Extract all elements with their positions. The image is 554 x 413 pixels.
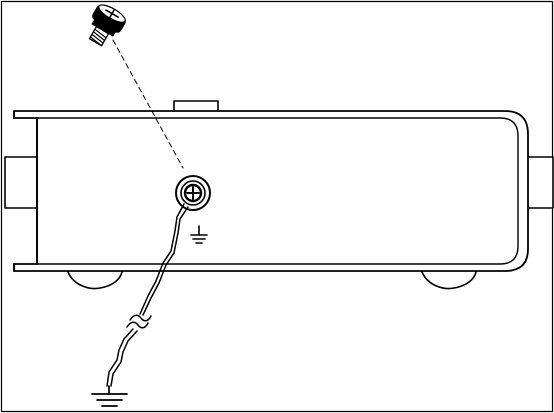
device-enclosure bbox=[13, 110, 529, 272]
chassis-ground-symbol bbox=[190, 225, 208, 244]
ground-screw bbox=[88, 4, 126, 47]
left-side-connector bbox=[4, 156, 38, 209]
earth-ground-symbol bbox=[91, 385, 128, 407]
screw-insertion-guide bbox=[112, 39, 184, 169]
ground-terminal bbox=[175, 175, 211, 211]
ground-wire bbox=[106, 203, 189, 387]
right-bottom-foot bbox=[421, 271, 477, 290]
right-side-connector bbox=[524, 156, 554, 209]
left-bottom-foot bbox=[67, 271, 123, 290]
